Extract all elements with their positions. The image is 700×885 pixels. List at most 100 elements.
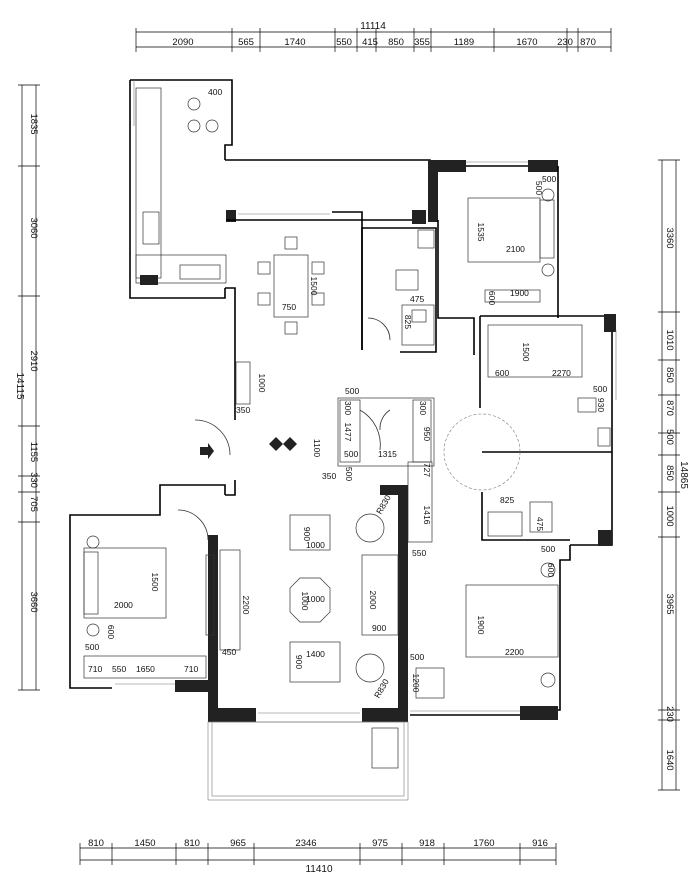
sink-icon (142, 211, 160, 245)
hall-dim-1000: 1000 (257, 374, 267, 393)
bedroom-northeast: 500 500 1535 2100 600 1900 (428, 160, 559, 355)
bed-w-dim-500: 500 (85, 642, 99, 652)
bed-w-dim-710a: 710 (88, 664, 102, 674)
living-dim-900b: 900 (372, 623, 386, 633)
study-bed (487, 324, 583, 378)
left-dim-2: 3060 (28, 217, 39, 238)
bottom-dim-9: 916 (532, 838, 548, 849)
bed-se-dim-1200: 1200 (411, 674, 421, 693)
mid-dim-1477: 1477 (343, 423, 353, 442)
bottom-dim-6: 975 (372, 838, 388, 849)
study-room: 1500 600 2270 500 930 (479, 314, 617, 412)
armchair-2 (289, 641, 341, 683)
mid-dim-950: 950 (422, 427, 432, 441)
living-dim-1000c: 1000 (306, 594, 325, 604)
bottom-dim-5: 2346 (295, 838, 316, 849)
mid-dim-300a: 300 (343, 401, 353, 415)
top-dim-2: 565 (238, 37, 254, 48)
bed-w-dim-710b: 710 (184, 664, 198, 674)
bottom-dim-8: 1760 (473, 838, 494, 849)
bottom-total-dimension: 11410 (305, 864, 333, 875)
bedroom-southeast: 500 600 1900 2200 500 1200 (410, 544, 571, 720)
study-dim-1900: 1900 (510, 288, 529, 298)
living-dim-1000b: 1000 (300, 592, 310, 611)
tv-cabinet (219, 549, 241, 651)
bath-s-toilet (529, 501, 553, 533)
right-dim-9: 230 (664, 706, 675, 722)
dining-dim-1500: 1500 (309, 277, 319, 296)
bottom-dim-1: 810 (88, 838, 104, 849)
right-dim-2: 1010 (664, 329, 675, 350)
study-dim-930: 930 (596, 398, 606, 412)
washbasin-icon (417, 229, 435, 249)
living-dim-900c: 900 (294, 655, 304, 669)
top-dim-3: 1740 (284, 37, 305, 48)
living-dim-900a: 900 (302, 527, 312, 541)
southeast-bathroom: 825 475 (481, 400, 613, 546)
living-dim-2000: 2000 (368, 591, 378, 610)
study-dim-2270: 2270 (552, 368, 571, 378)
study-dim-500: 500 (593, 384, 607, 394)
mid-dim-300b: 300 (418, 401, 428, 415)
left-dimension-chain: 14115 1835 3060 2910 1155 330 705 3660 (14, 84, 40, 691)
bath-s-dim-475: 475 (535, 517, 545, 531)
sofa (361, 554, 399, 636)
bed-se-dim-500: 500 (541, 544, 555, 554)
dining-table (273, 254, 309, 318)
left-dim-7: 3660 (28, 591, 39, 612)
bed-se-dim-600: 600 (546, 563, 556, 577)
kitchen-dim-400: 400 (208, 87, 222, 97)
mid-dim-500b: 500 (344, 449, 358, 459)
living-room: 900 1000 1000 1000 2000 900 900 1400 R83… (205, 485, 408, 722)
bed-se-dim-500b: 500 (410, 652, 424, 662)
coffee-table (289, 577, 331, 623)
top-dim-7: 355 (414, 37, 430, 48)
living-dim-1400: 1400 (306, 649, 325, 659)
top-dim-10: 230 (557, 37, 573, 48)
central-corridor: 500 300 1477 300 950 1100 500 1315 727 5… (312, 386, 521, 558)
hall-dim-350: 350 (236, 405, 250, 415)
mid-dim-350: 350 (322, 471, 336, 481)
bed-se-dim-2200: 2200 (505, 647, 524, 657)
left-dim-4: 1155 (28, 442, 39, 462)
right-dimension-chain: 14865 3360 1010 850 870 500 850 1000 396… (658, 159, 689, 791)
right-dim-10: 1640 (664, 749, 675, 770)
bed-w-dim-1650: 1650 (136, 664, 155, 674)
mid-dim-500: 500 (345, 386, 359, 396)
left-dim-3: 2910 (28, 350, 39, 371)
bed-w-dim-2000: 2000 (114, 600, 133, 610)
tv-dim-450: 450 (222, 647, 236, 657)
top-dim-6: 850 (388, 37, 404, 48)
top-dimension-chain: 11114 2090 565 1740 550 415 850 355 1189… (135, 21, 612, 52)
left-dim-5: 330 (28, 472, 39, 488)
bottom-dimension-chain: 810 1450 810 965 2346 975 918 1760 916 1… (79, 838, 557, 875)
study-dim-600b: 600 (495, 368, 509, 378)
right-total-dimension: 14865 (678, 461, 689, 489)
compass-icon (269, 437, 297, 451)
mid-dim-500c: 500 (344, 467, 354, 481)
right-dim-7: 1000 (664, 505, 675, 526)
dining-area: 1500 750 (225, 159, 431, 350)
top-total-dimension: 11114 (360, 21, 386, 32)
top-dim-8: 1189 (454, 37, 474, 48)
right-dim-8: 3965 (664, 593, 675, 614)
bottom-dim-3: 810 (184, 838, 200, 849)
bottom-dim-2: 1450 (134, 838, 155, 849)
bed-w-dim-550: 550 (112, 664, 126, 674)
dining-dim-750: 750 (282, 302, 296, 312)
entrance-hall: 1000 350 (194, 287, 297, 496)
study-dim-1500: 1500 (521, 343, 531, 362)
top-dim-11: 870 (580, 37, 596, 48)
mid-dim-727: 727 (422, 463, 432, 477)
balcony (207, 721, 409, 801)
right-dim-4: 870 (664, 400, 675, 416)
bath-n-dim-475: 475 (410, 294, 424, 304)
left-dim-6: 705 (28, 496, 39, 512)
north-bathroom: 475 825 (361, 227, 437, 353)
bed-ne-dim-500a: 500 (542, 174, 556, 184)
entrance-arrow-icon (200, 443, 214, 459)
bedroom-west: 1500 2000 600 500 710 550 1650 710 (69, 484, 226, 720)
bed-w-dim-1500: 1500 (150, 573, 160, 592)
top-dim-4: 550 (336, 37, 352, 48)
se-bed (465, 584, 559, 658)
